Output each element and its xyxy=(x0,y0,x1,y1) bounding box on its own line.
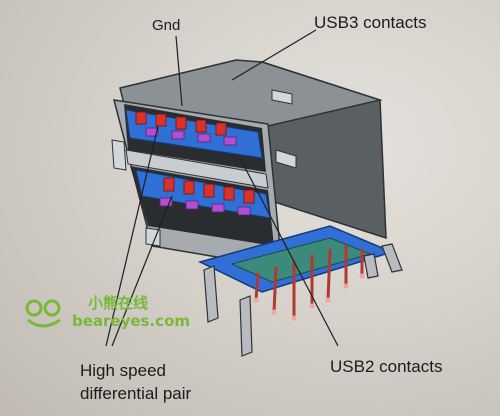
watermark: 小熊在线 beareyes.com xyxy=(22,290,190,338)
housing-tabs xyxy=(111,89,297,247)
gnd-label: Gnd xyxy=(152,17,181,34)
port-divider xyxy=(125,149,269,189)
upper-red-contacts xyxy=(135,111,227,136)
watermark-site: beareyes.com xyxy=(72,312,191,330)
pin-tips xyxy=(253,273,365,321)
leader-lines xyxy=(105,29,339,347)
usb3-contacts-label: USB3 contacts xyxy=(314,13,427,32)
watermark-chinese: 小熊在线 xyxy=(88,294,149,312)
mounting-legs xyxy=(203,243,403,357)
lower-purple-contacts xyxy=(159,197,251,216)
usb2-contacts-label: USB2 contacts xyxy=(330,357,443,376)
lower-red-contacts xyxy=(163,177,255,204)
high-speed-label-line1: High speed xyxy=(80,361,167,380)
high-speed-label-line2: differential pair xyxy=(80,384,192,403)
upper-purple-contacts xyxy=(145,127,237,146)
bear-logo-icon xyxy=(25,299,61,328)
usb2-pins xyxy=(254,244,364,320)
